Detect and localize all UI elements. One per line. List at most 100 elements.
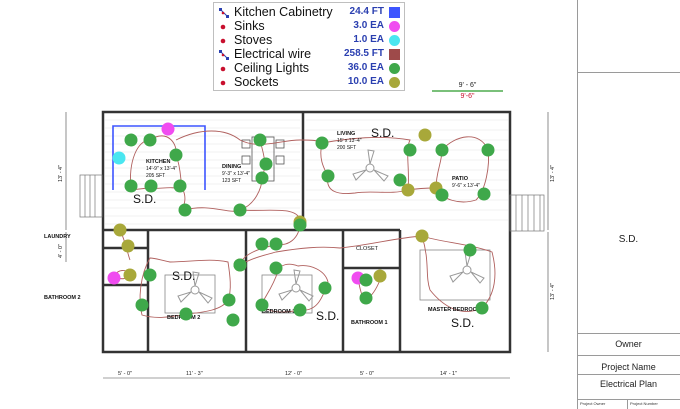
legend-swatch (389, 21, 400, 32)
dim-bottom-4: 5' - 0" (360, 371, 374, 377)
ceiling-light (124, 179, 138, 193)
legend-item-quantity: 1.0 EA (353, 34, 384, 45)
dim-top-label: 9' - 6" (458, 82, 477, 89)
room-living-area: 200 SFT (337, 145, 356, 151)
ceiling-light (124, 133, 138, 147)
fan-icon (352, 149, 389, 182)
room-living-dims: 15' x 13'-4" (337, 138, 362, 144)
dim-left-lower: 4' - 0" (58, 244, 64, 258)
wire-top (175, 130, 323, 145)
ceiling-light (269, 237, 283, 251)
dim-left-upper: 13' - 4" (58, 165, 64, 182)
room-kitchen-area: 205 SFT (146, 173, 165, 179)
legend-swatch (389, 7, 400, 18)
room-kitchen: KITCHEN (146, 159, 170, 165)
legend-item-quantity: 24.4 FT (349, 6, 384, 17)
ceiling-light (463, 243, 477, 257)
wire-dining-bed (239, 209, 301, 266)
ceiling-light (169, 148, 183, 162)
ceiling-light (179, 307, 193, 321)
smoke-detectors: S.D. S.D. S.D. S.D. S.D. (133, 126, 474, 330)
socket (123, 268, 137, 282)
dimension-labels: 5' - 0" 11' - 3" 12' - 0" 5' - 0" 14' - … (58, 165, 556, 377)
floor-hatch (105, 119, 508, 225)
fan-icon (449, 251, 485, 284)
dim-right-upper: 13' - 4" (550, 165, 556, 182)
ceiling-light (253, 133, 267, 147)
legend-item-quantity: 36.0 EA (347, 62, 384, 73)
socket (418, 128, 432, 142)
socket-icon (220, 80, 226, 86)
ceiling-light (143, 268, 157, 282)
ceiling-light (135, 298, 149, 312)
cabinet-icon (219, 8, 229, 18)
dim-bottom-1: 5' - 0" (118, 371, 132, 377)
room-patio-dims: 9'-6" x 13'-4" (452, 183, 480, 189)
title-block-footer-right: Project Number (630, 401, 658, 406)
walls (101, 110, 512, 354)
stove-icon (220, 38, 226, 44)
sd-kitchen: S.D. (133, 192, 156, 206)
ceiling-light (393, 173, 407, 187)
legend-item-label: Stoves (234, 33, 273, 47)
light-icon (220, 66, 226, 72)
steps (79, 174, 545, 232)
legend-item-label: Kitchen Cabinetry (234, 5, 333, 19)
legend-item: Stoves 1.0 EA (214, 33, 404, 48)
ceiling-light (318, 281, 332, 295)
ceiling-light (403, 143, 417, 157)
floor-plan: KITCHEN 14'-9" x 13'-4" 205 SFT DINING 9… (44, 90, 556, 379)
ceiling-light (233, 203, 247, 217)
ceiling-light (359, 273, 373, 287)
ceiling-light (259, 157, 273, 171)
ceiling-light (226, 313, 240, 327)
legend-item-quantity: 258.5 FT (343, 48, 384, 59)
sd-bed2: S.D. (172, 269, 195, 283)
ceiling-light (475, 301, 489, 315)
socket (121, 239, 135, 253)
sd-bed1: S.D. (316, 309, 339, 323)
dim-right-lower: 13' - 4" (550, 283, 556, 300)
room-dining-dims: 9'-3" x 13'-4" (222, 171, 250, 177)
ceiling-light (255, 171, 269, 185)
title-block-sd: S.D. (618, 234, 639, 245)
socket (415, 229, 429, 243)
ceiling-light (481, 143, 495, 157)
title-block: S.D. Owner Project Name Electrical Plan … (577, 0, 680, 409)
legend-swatch (389, 77, 400, 88)
room-laundry: LAUNDRY (44, 234, 71, 240)
room-living: LIVING (337, 131, 355, 137)
room-dining-area: 123 SFT (222, 178, 241, 184)
ceiling-light (321, 169, 335, 183)
ceiling-light (293, 303, 307, 317)
dim-top-label-red: 9'-6" (460, 93, 475, 100)
title-block-owner: Owner (615, 339, 642, 349)
sd-living: S.D. (371, 126, 394, 140)
ceiling-light (477, 187, 491, 201)
ceiling-light (359, 291, 373, 305)
room-master: MASTER BEDROOM (428, 307, 482, 313)
ceiling-light (144, 179, 158, 193)
title-block-project-name: Project Name (601, 362, 656, 372)
legend-swatch (389, 63, 400, 74)
outer-wall (101, 110, 512, 354)
fan-icon (278, 269, 314, 302)
dimension-lines (65, 112, 549, 379)
legend-item-label: Sinks (234, 19, 265, 33)
legend-item-label: Sockets (234, 75, 279, 89)
dim-bottom-3: 12' - 0" (285, 371, 302, 377)
ceiling-light (255, 298, 269, 312)
ceiling-light (435, 188, 449, 202)
room-bathroom1: BATHROOM 1 (351, 320, 388, 326)
ceiling-light (143, 133, 157, 147)
socket (373, 269, 387, 283)
sd-master: S.D. (451, 316, 474, 330)
wire-hall (239, 235, 423, 266)
socket (113, 223, 127, 237)
legend-item-label: Electrical wire (234, 47, 312, 61)
beds (164, 249, 491, 314)
